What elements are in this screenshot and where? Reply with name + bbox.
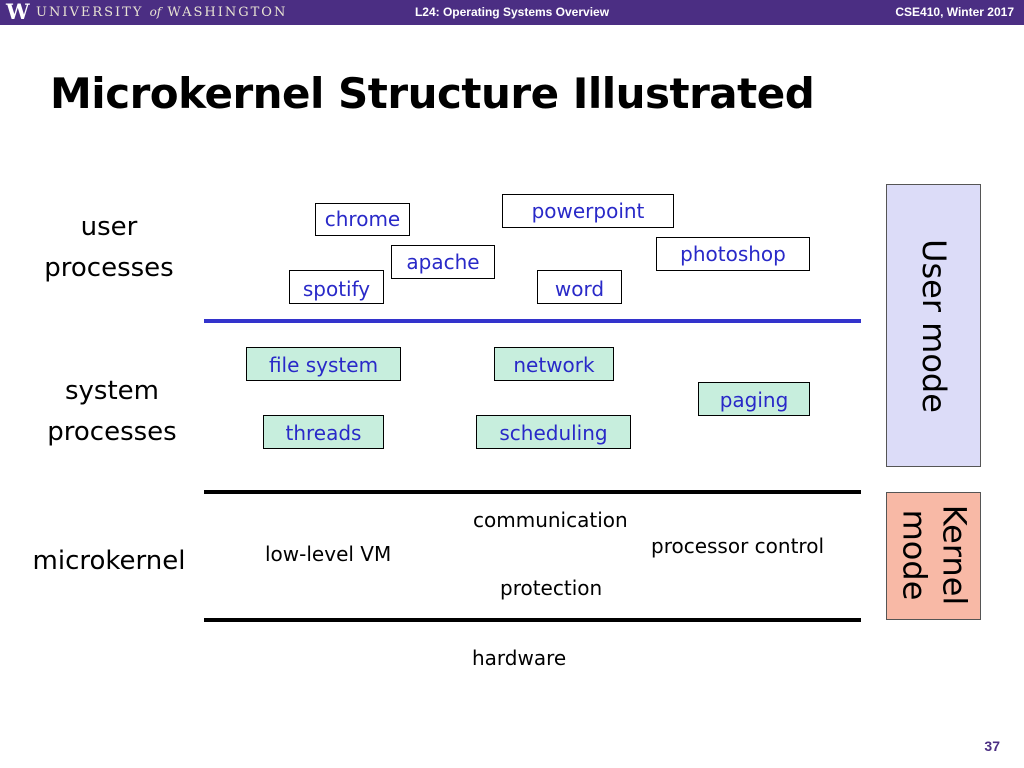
university-name-of: of	[149, 5, 162, 19]
row-label-system-processes: system processes	[38, 371, 186, 453]
process-box-photoshop: photoshop	[656, 237, 810, 271]
row-label-user-processes: user processes	[38, 207, 180, 289]
kernel-mode-label-line: mode	[895, 509, 934, 601]
process-box-paging: paging	[698, 382, 810, 416]
kernel-item-protection: protection	[500, 576, 603, 600]
kernel-mode-label-line: Kernel	[935, 504, 974, 606]
page-number: 37	[984, 738, 1000, 754]
kernel-mode-label: Kernel mode	[895, 483, 975, 628]
uw-logo: W	[6, 0, 30, 24]
hardware-label: hardware	[472, 646, 567, 670]
university-name: UNIVERSITY of WASHINGTON	[36, 4, 287, 21]
user-mode-label: User mode	[915, 239, 953, 413]
system-kernel-divider	[204, 490, 861, 494]
process-box-word: word	[537, 270, 622, 304]
kernel-hardware-divider	[204, 618, 861, 622]
kernel-mode-box: Kernel mode	[886, 492, 981, 620]
kernel-item-processor-control: processor control	[651, 534, 824, 558]
user-mode-box: User mode	[886, 184, 981, 467]
process-box-network: network	[494, 347, 614, 381]
process-box-spotify: spotify	[289, 270, 384, 304]
slide-title: Microkernel Structure Illustrated	[50, 69, 815, 118]
row-label-line: processes	[44, 253, 174, 283]
process-box-file-system: file system	[246, 347, 401, 381]
university-name-part-1: UNIVERSITY	[36, 5, 144, 20]
process-box-scheduling: scheduling	[476, 415, 631, 449]
university-name-part-2: WASHINGTON	[167, 5, 288, 20]
row-label-line: user	[80, 212, 138, 242]
row-label-line: system	[65, 376, 159, 406]
row-label-microkernel: microkernel	[32, 546, 186, 576]
process-box-threads: threads	[263, 415, 384, 449]
lecture-title: L24: Operating Systems Overview	[414, 5, 610, 19]
process-box-chrome: chrome	[315, 203, 410, 236]
course-label: CSE410, Winter 2017	[895, 5, 1014, 19]
kernel-item-communication: communication	[473, 508, 628, 532]
kernel-item-low-level-vm: low-level VM	[265, 542, 392, 566]
process-box-apache: apache	[391, 245, 495, 279]
row-label-line: processes	[47, 417, 177, 447]
process-box-powerpoint: powerpoint	[502, 194, 674, 228]
header-bar: W UNIVERSITY of WASHINGTON L24: Operatin…	[0, 0, 1024, 25]
user-system-divider	[204, 319, 861, 323]
